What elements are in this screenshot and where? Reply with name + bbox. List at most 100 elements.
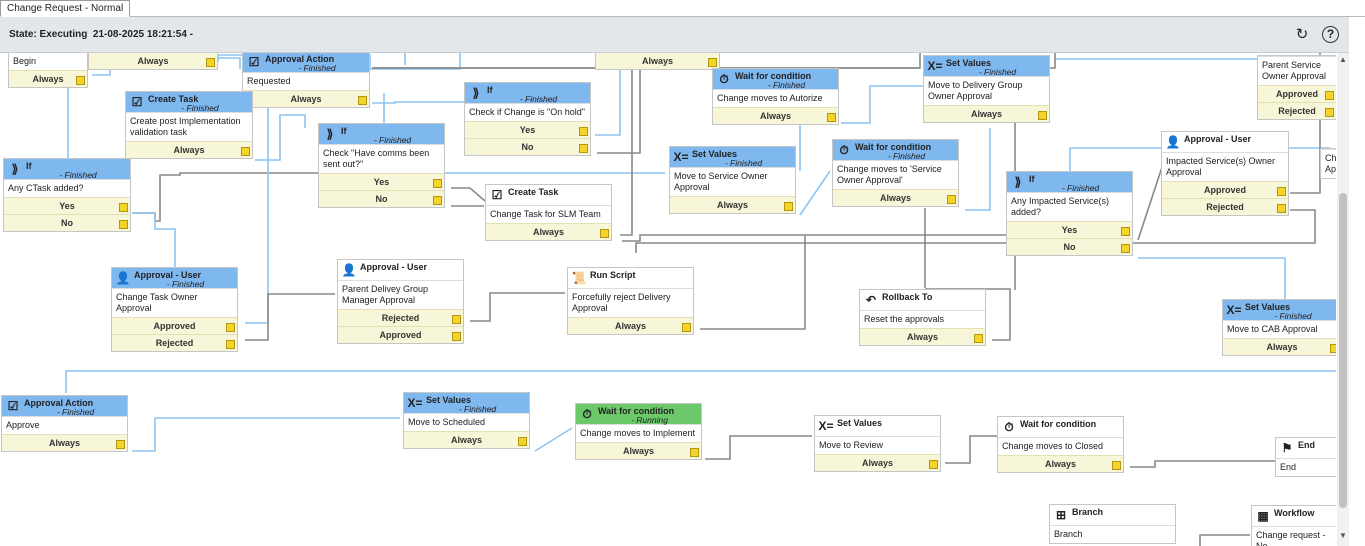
state-text: State: Executing 21-08-2025 18:21:54 - (9, 29, 193, 40)
node-port-always[interactable]: Always (815, 454, 940, 471)
node-port-no[interactable]: No (465, 138, 590, 155)
node-port-yes[interactable]: Yes (4, 197, 130, 214)
node-port-rejected[interactable]: Rejected (1258, 102, 1336, 119)
node-status: - Finished (458, 404, 497, 414)
node-port-always[interactable]: Always (833, 189, 958, 206)
node-port-always[interactable]: Always (126, 141, 252, 158)
node-status: - Finished (373, 135, 412, 145)
workflow-node-n2[interactable]: Always (88, 53, 218, 70)
state-label: State: Executing (9, 29, 88, 40)
node-title: Set Values (426, 395, 472, 405)
node-port-always[interactable]: Always (2, 434, 127, 451)
node-port-always[interactable]: Always (1223, 338, 1336, 355)
node-header: ☑Approval Action- Finished (2, 396, 127, 417)
help-icon[interactable]: ? (1322, 26, 1339, 43)
scroll-up-arrow-icon[interactable]: ▲ (1339, 55, 1347, 64)
node-title: Set Values (837, 418, 883, 428)
node-status: - Finished (724, 158, 763, 168)
node-header: ☑Approval Action- Finished (243, 53, 369, 73)
node-port-always[interactable]: Always (576, 442, 701, 459)
node-port-always[interactable]: Always (568, 317, 693, 334)
node-description: Forcefully reject Delivery Approval (568, 288, 693, 317)
create-task-icon: ☑ (491, 188, 503, 202)
workflow-node-n4[interactable]: Always (595, 53, 720, 70)
if-icon: ⟫ (472, 86, 480, 100)
node-title: If (1029, 174, 1035, 184)
approval-action-icon: ☑ (248, 55, 260, 69)
node-description: Change request - No (1252, 526, 1336, 546)
node-header: ☑Create Task- Finished (126, 92, 252, 113)
node-port-approved[interactable]: Approved (1162, 181, 1288, 198)
node-port-always[interactable]: Always (404, 431, 529, 448)
node-port-always[interactable]: Always (243, 90, 369, 107)
node-port-rejected[interactable]: Rejected (338, 309, 463, 326)
node-status: - Finished (166, 279, 205, 289)
node-title: Set Values (692, 149, 738, 159)
node-port-always[interactable]: Always (486, 223, 611, 240)
node-port-no[interactable]: No (1007, 238, 1132, 255)
refresh-icon[interactable]: ↻ (1295, 26, 1309, 43)
set-values-icon: X= (673, 150, 689, 164)
node-port-always[interactable]: Always (596, 53, 719, 69)
node-port-rejected[interactable]: Rejected (112, 334, 237, 351)
vertical-scrollbar[interactable]: ▲ ▼ (1337, 53, 1349, 546)
node-port-no[interactable]: No (319, 190, 444, 207)
node-status: - Finished (519, 94, 558, 104)
scrollbar-thumb[interactable] (1339, 193, 1347, 508)
node-port-yes[interactable]: Yes (319, 173, 444, 190)
user-icon: 👤 (341, 263, 357, 277)
node-port-approved[interactable]: Approved (1258, 85, 1336, 102)
node-description: Any Impacted Service(s) added? (1007, 192, 1132, 221)
node-port-always[interactable]: Always (89, 53, 217, 69)
node-port-always[interactable]: Always (670, 196, 795, 213)
node-port-yes[interactable]: Yes (1007, 221, 1132, 238)
node-header: X=Set Values- Finished (670, 147, 795, 168)
node-description: Check "Have comms been sent out?" (319, 144, 444, 173)
node-port-no[interactable]: No (4, 214, 130, 231)
node-port-always[interactable]: Always (713, 107, 838, 124)
node-port-rejected[interactable]: Rejected (1162, 198, 1288, 215)
node-description: Move to Scheduled (404, 413, 529, 431)
tab-change-request[interactable]: Change Request - Normal (0, 0, 131, 17)
node-port-approved[interactable]: Approved (112, 317, 237, 334)
node-port-always[interactable]: Always (9, 70, 87, 87)
node-port-approved[interactable]: Approved (338, 326, 463, 343)
if-icon: ⟫ (1014, 175, 1022, 189)
node-port-yes[interactable]: Yes (465, 121, 590, 138)
node-port-always[interactable]: Always (998, 455, 1123, 472)
workflow-node-n17[interactable]: Ch Ap (1320, 148, 1336, 179)
scroll-down-arrow-icon[interactable]: ▼ (1339, 531, 1347, 540)
node-header: 👤Approval - User- Finished (112, 268, 237, 289)
state-timestamp: 21-08-2025 18:21:54 - (92, 29, 193, 40)
node-port-always[interactable]: Always (924, 105, 1049, 122)
node-port-always[interactable]: Always (860, 328, 985, 345)
